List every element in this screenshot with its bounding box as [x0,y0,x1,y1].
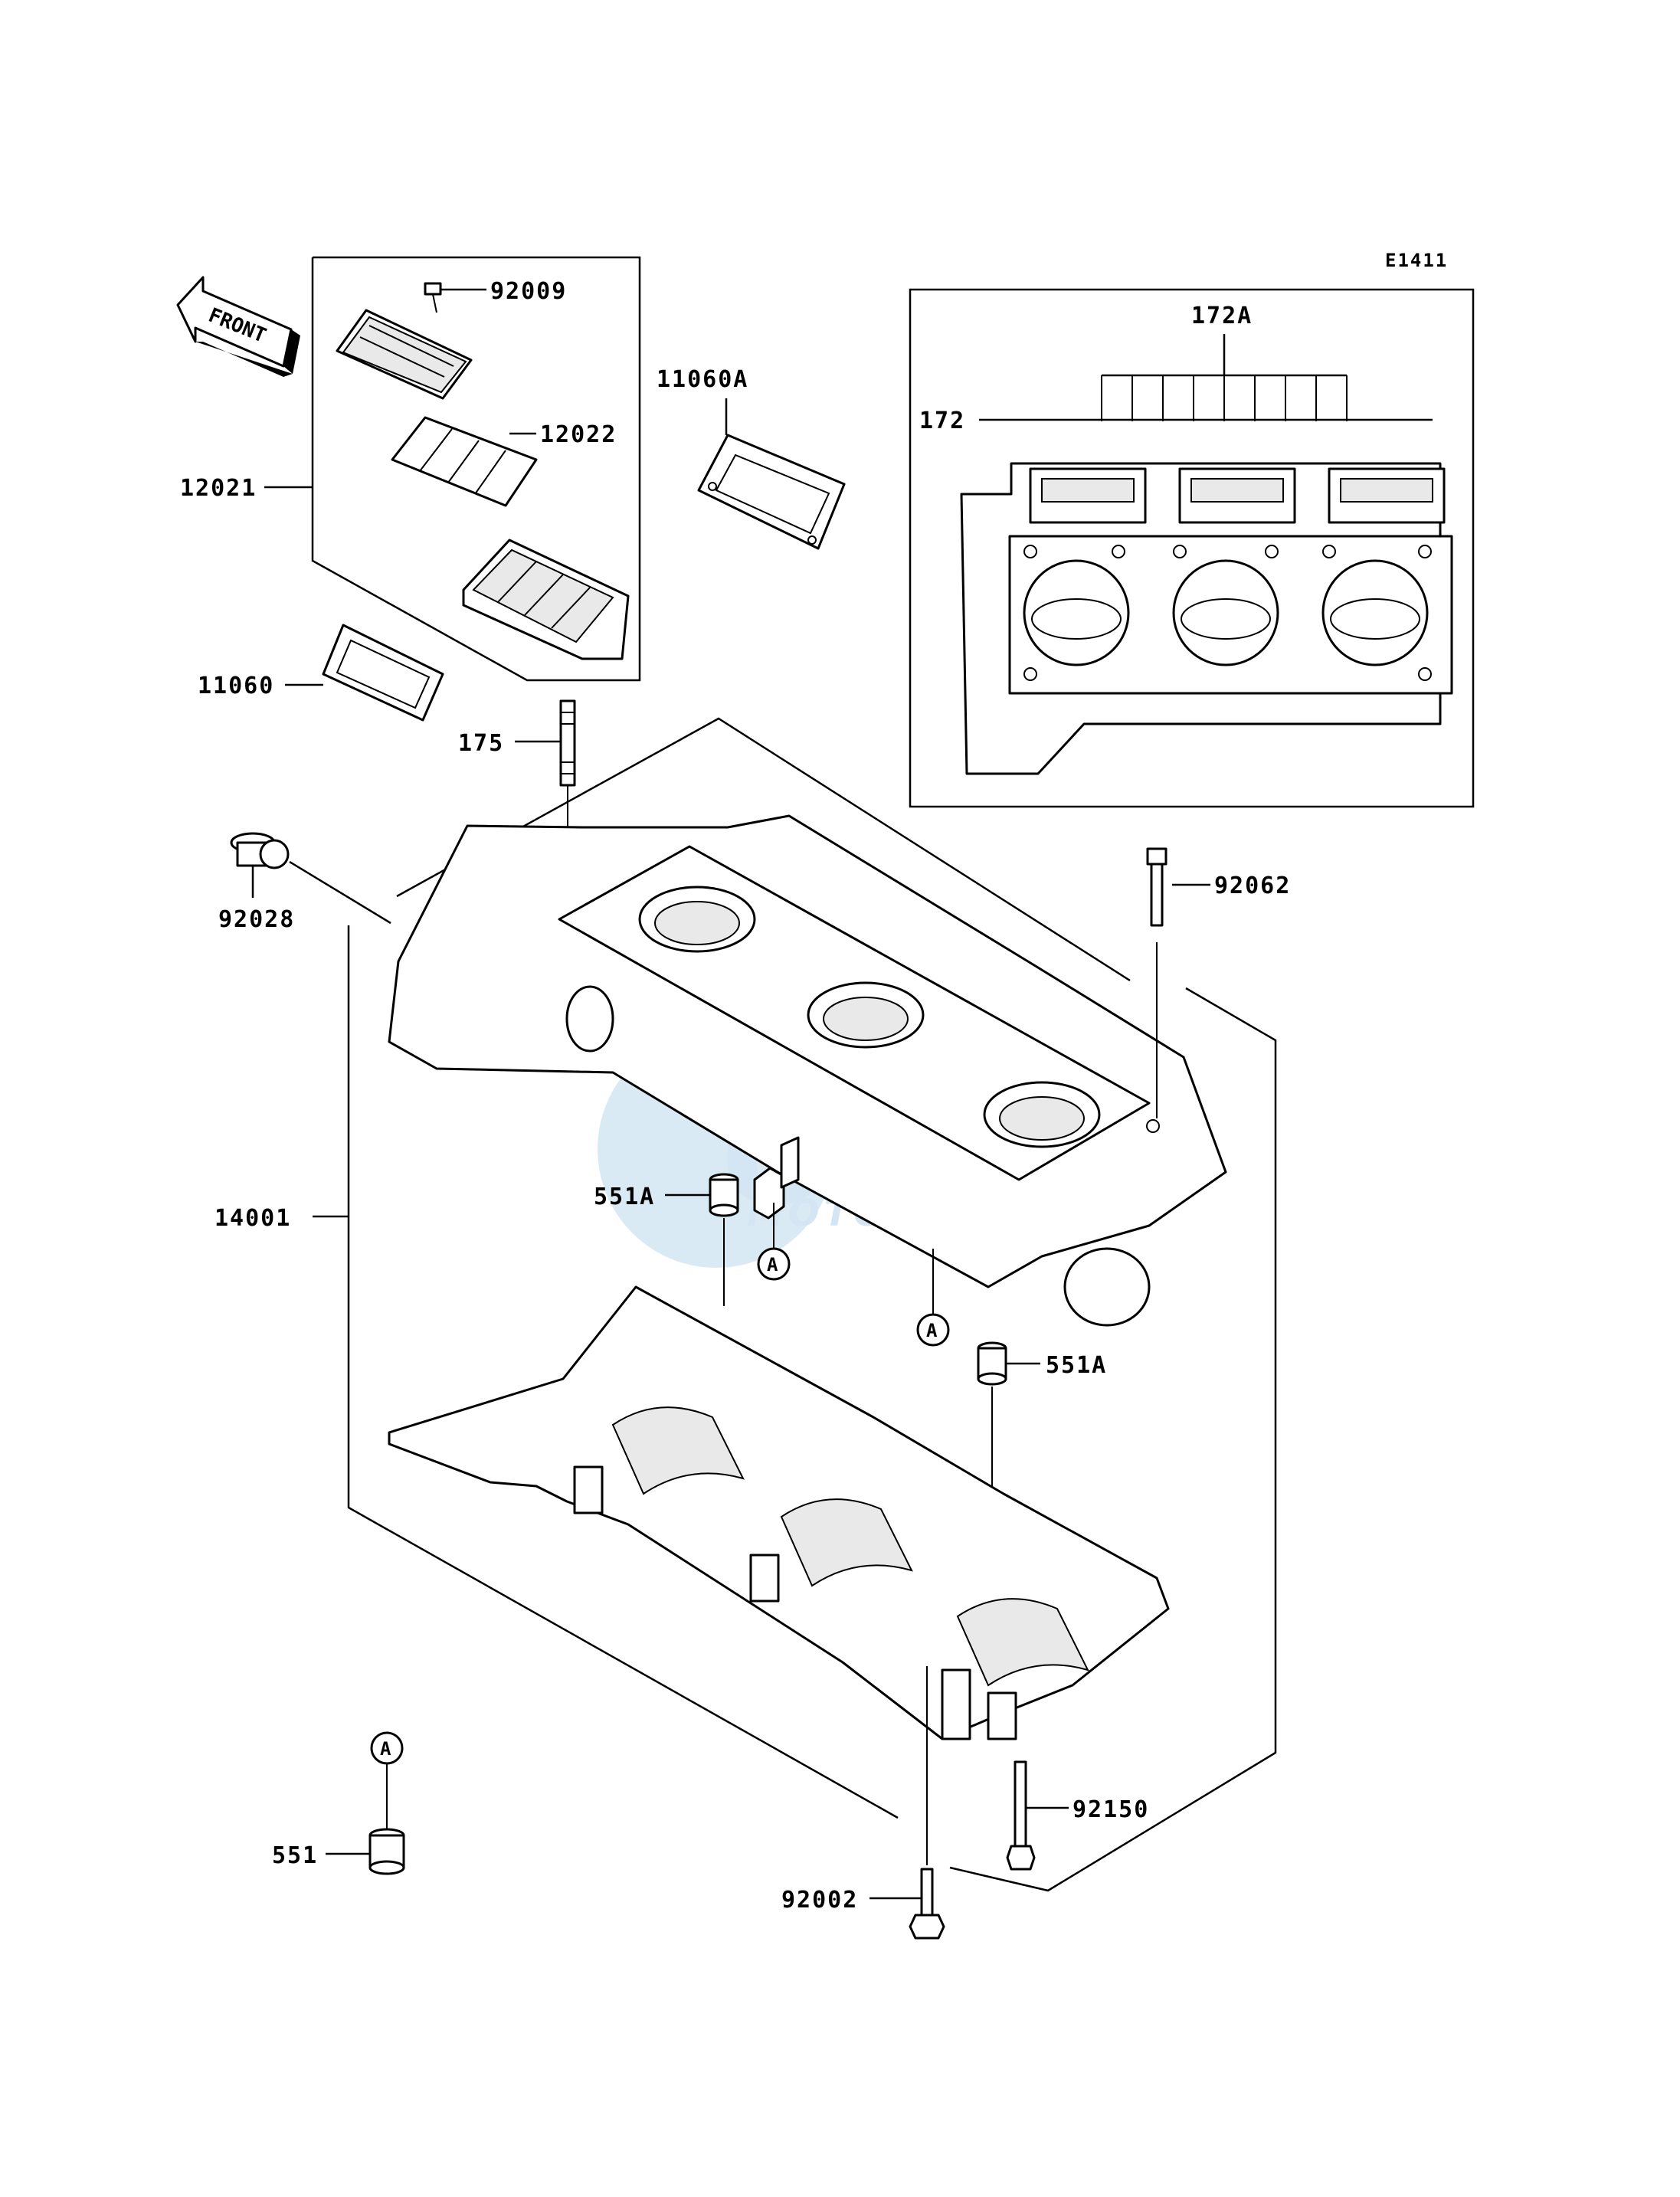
callout-12021: 12021 [180,475,257,502]
callout-92062: 92062 [1214,873,1291,899]
callout-172A: 172A [1191,303,1253,329]
front-arrow-icon: FRONT [176,276,300,377]
cylinder-block-inset [909,288,1475,808]
callout-172: 172 [919,408,965,434]
reed-block [462,539,630,660]
callout-14001: 14001 [215,1205,291,1232]
callout-11060: 11060 [198,673,274,699]
dowel-551A-left [665,1173,739,1306]
exhaust-ports [1029,467,1446,524]
callout-11060A: 11060A [657,366,748,393]
callout-92009: 92009 [490,278,567,305]
stopper-plate [336,309,473,400]
gasket-11060A [697,398,846,550]
callout-12022: 12022 [540,421,617,448]
reed-valve-kit-box [264,256,641,682]
bolt-92002 [869,1666,945,1940]
callout-551A-right: 551A [1046,1352,1107,1379]
callout-92002: 92002 [781,1887,858,1914]
callout-175: 175 [458,730,504,757]
reference-marker-label-3: A [380,1738,392,1760]
callout-92028: 92028 [218,906,295,933]
callout-92150: 92150 [1073,1796,1149,1823]
callout-551: 551 [272,1842,318,1869]
upper-crankcase [388,814,1227,1327]
reference-marker-2: A [916,1249,950,1347]
diagram-code: E1411 [1385,250,1448,271]
callout-labels: 92009 12022 12021 11060A 11060 175 172A … [180,278,1291,1914]
reference-marker-1: A [757,1203,791,1281]
reference-marker-label-2: A [926,1320,938,1341]
gasket-11060 [285,624,444,722]
callout-551A-left: 551A [594,1184,655,1210]
cylinder-bores [1023,559,1429,666]
plug-92028 [230,832,391,925]
stud-175 [515,699,576,923]
reference-marker-label-1: A [767,1254,779,1275]
lower-crankcase [388,1285,1170,1740]
reed-petals [391,416,538,507]
bolt-92150 [1006,1760,1069,1871]
bolt-92062 [1146,847,1210,1118]
screw-92009 [424,282,486,313]
dowel-551: A [326,1731,405,1875]
